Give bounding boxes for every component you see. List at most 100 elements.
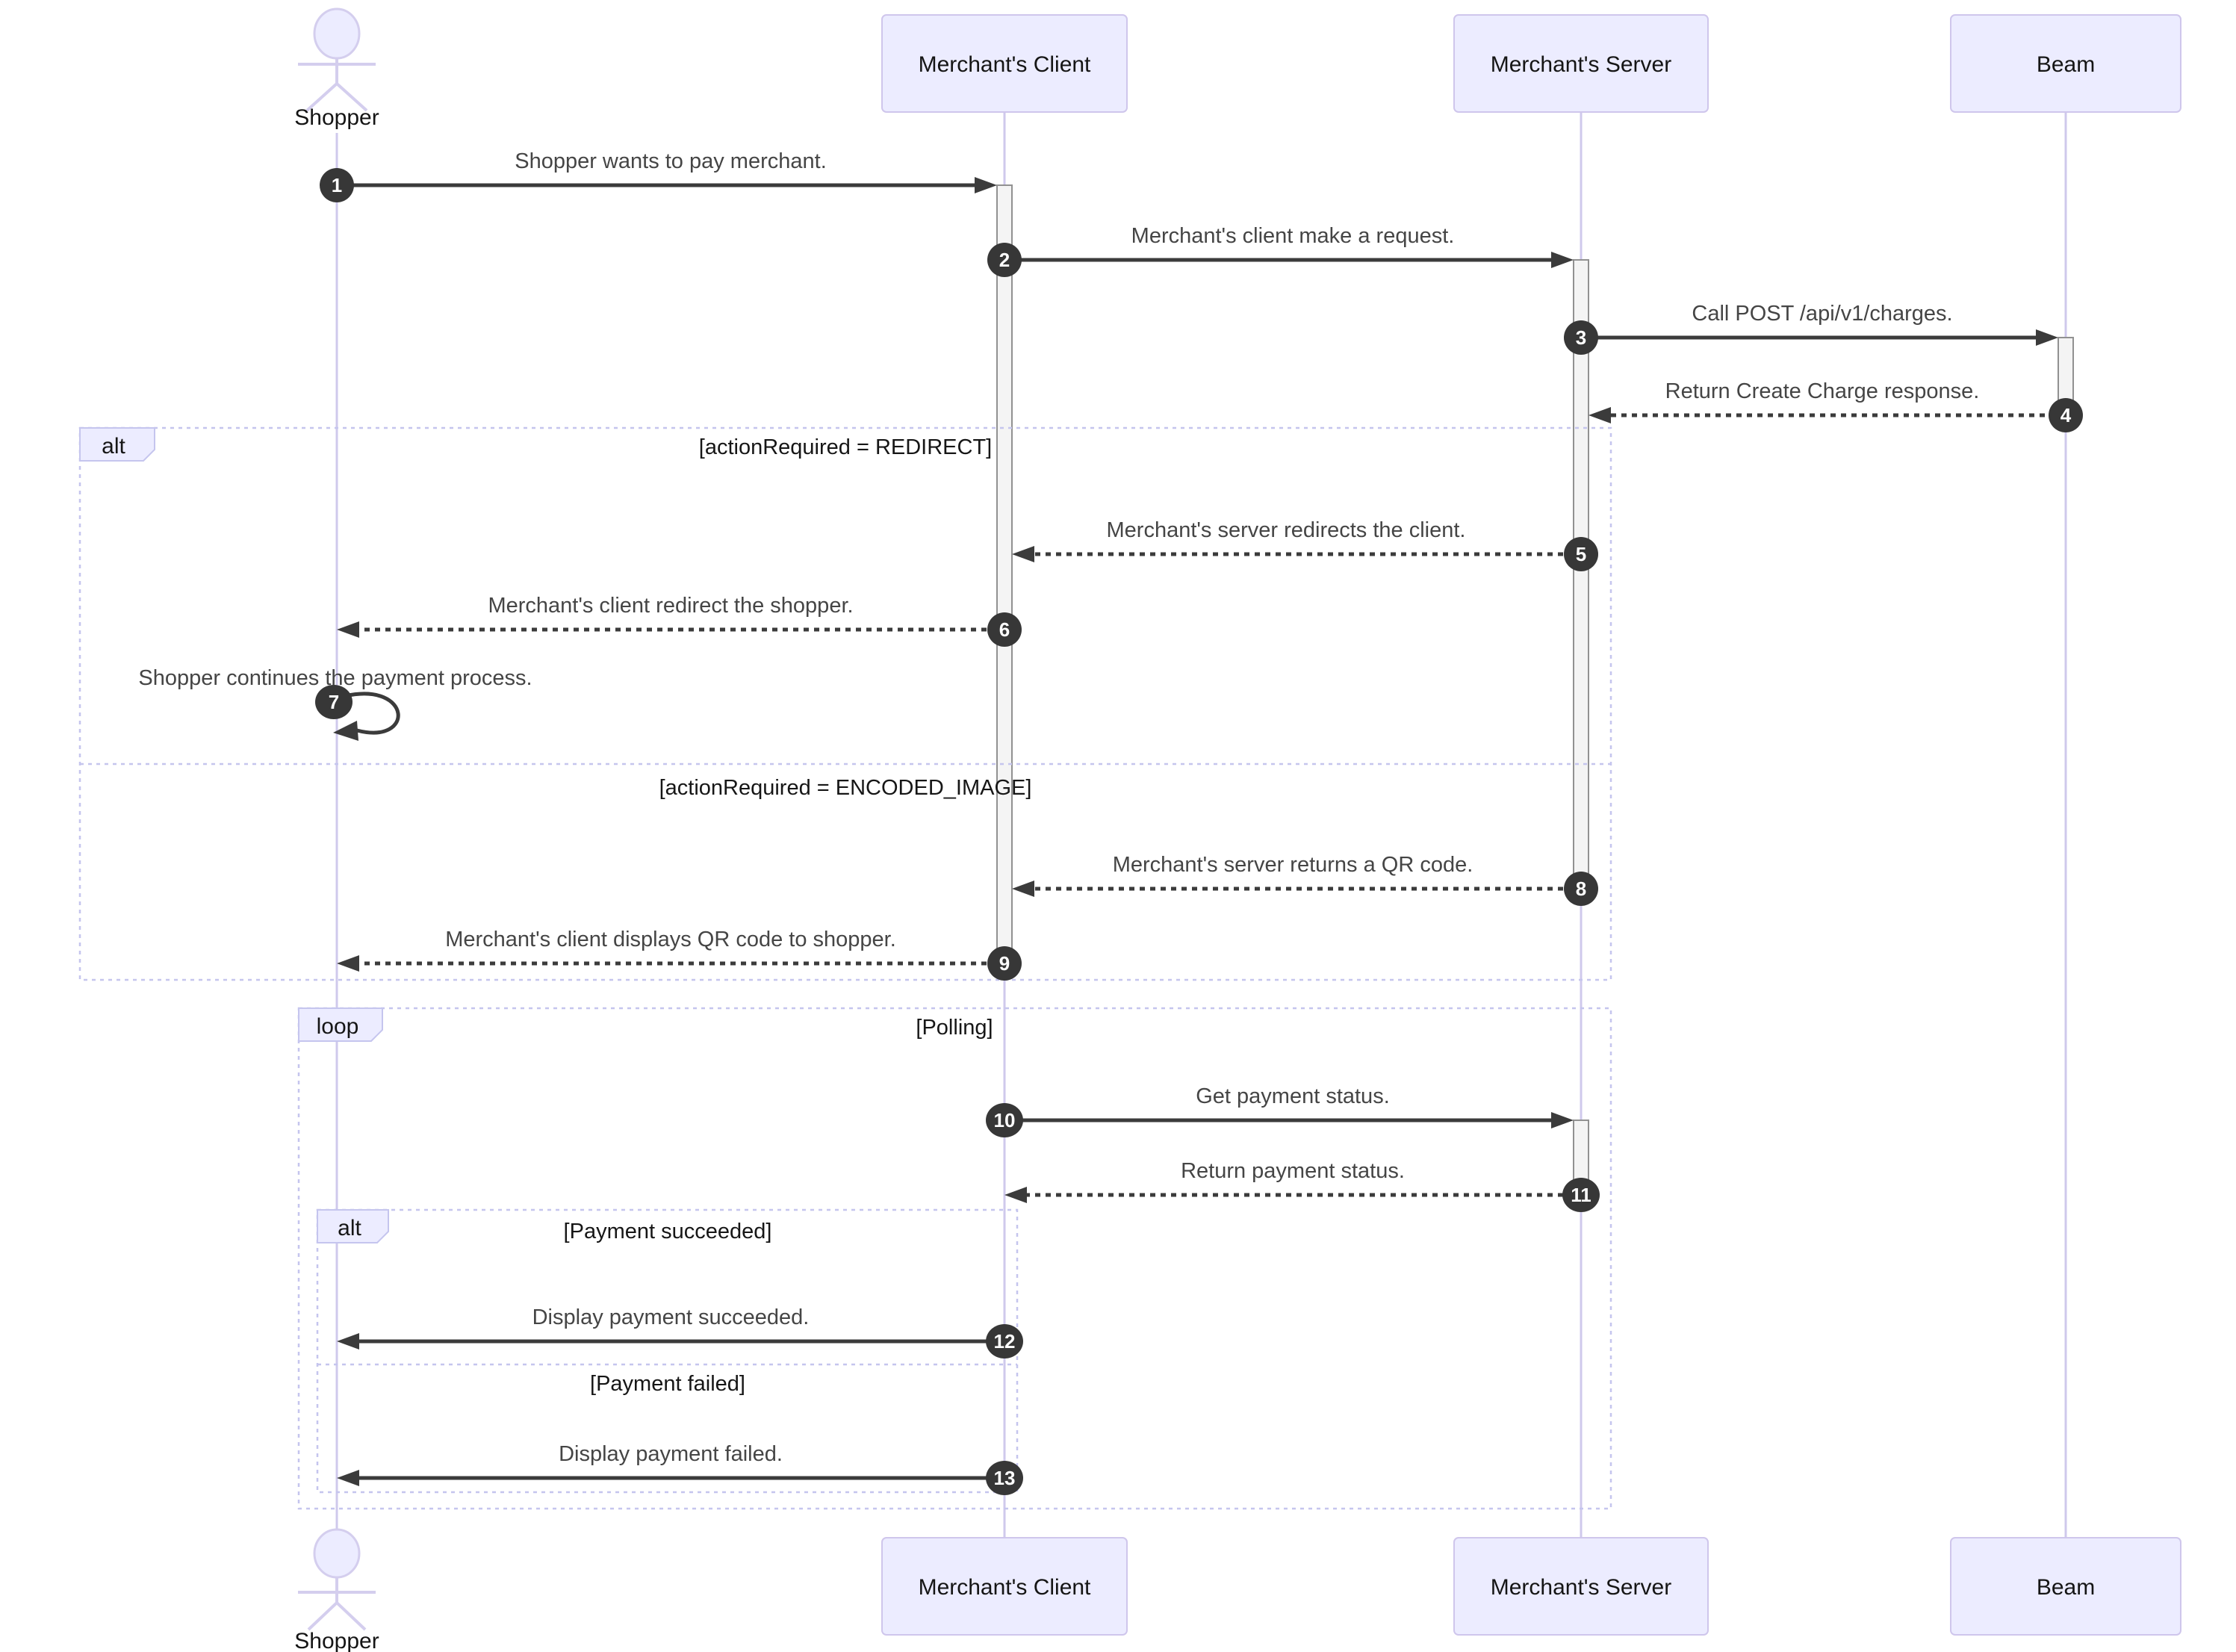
- sequence-number-5: 5: [1576, 543, 1586, 565]
- sequence-number-badge: [320, 168, 354, 202]
- participant-label-beam: Beam: [2037, 52, 2095, 77]
- message-5-arrowhead: [1012, 546, 1034, 562]
- message-8-arrowhead: [1012, 881, 1034, 897]
- sequence-number-7: 7: [329, 691, 339, 713]
- sequence-number-6: 6: [999, 618, 1010, 641]
- message-12-arrowhead: [337, 1333, 359, 1350]
- message-9: Merchant's client displays QR code to sh…: [337, 928, 1022, 981]
- actor-figure-legs: [305, 81, 368, 112]
- sequence-number-badge: [2049, 398, 2083, 432]
- actor-figure-head: [313, 7, 361, 60]
- sequence-number-8: 8: [1576, 878, 1586, 900]
- message-4: Return Create Charge response. 4: [1589, 379, 2083, 432]
- participant-label-merchants-server: Merchant's Server: [1491, 52, 1671, 77]
- message-6: Merchant's client redirect the shopper. …: [337, 594, 1022, 647]
- alt-condition-payment-succeeded: [Payment succeeded]: [564, 1220, 772, 1243]
- message-2-label: Merchant's client make a request.: [1131, 224, 1455, 248]
- sequence-number-badge: [1562, 1178, 1600, 1212]
- alt-condition-redirect: [actionRequired = REDIRECT]: [699, 435, 992, 459]
- message-4-arrowhead: [1589, 407, 1611, 423]
- alt-condition-encoded-image: [actionRequired = ENCODED_IMAGE]: [659, 776, 1032, 800]
- message-3: Call POST /api/v1/charges. 3: [1564, 302, 2058, 355]
- actor-label-shopper-bottom: Shopper: [294, 1629, 379, 1652]
- sequence-number-badge: [1564, 320, 1598, 355]
- sequence-number-2: 2: [999, 249, 1010, 271]
- message-2: Merchant's client make a request. 2: [987, 224, 1574, 277]
- actor-figure-head: [313, 1528, 361, 1579]
- message-3-label: Call POST /api/v1/charges.: [1692, 302, 1952, 326]
- sequence-number-badge: [987, 612, 1022, 647]
- participant-box: [881, 14, 1128, 113]
- loop-frame-border: [297, 1007, 1612, 1510]
- participant-label-merchants-server-bottom: Merchant's Server: [1491, 1575, 1671, 1600]
- message-11-arrowhead: [1004, 1187, 1027, 1203]
- participant-box: [1453, 1537, 1709, 1636]
- sequence-number-9: 9: [999, 952, 1010, 975]
- participant-beam-bottom: Beam: [1950, 1537, 2181, 1636]
- message-7-arrowhead: [333, 721, 358, 741]
- message-13-arrowhead: [337, 1470, 359, 1486]
- message-9-arrowhead: [337, 955, 359, 972]
- participant-label-beam-bottom: Beam: [2037, 1575, 2095, 1600]
- participant-label-merchants-client: Merchant's Client: [919, 52, 1091, 77]
- participant-merchants-client-bottom: Merchant's Client: [881, 1537, 1128, 1636]
- message-9-label: Merchant's client displays QR code to sh…: [445, 928, 896, 951]
- sequence-number-badge: [315, 685, 353, 719]
- sequence-number-10: 10: [994, 1109, 1016, 1131]
- participant-box: [1453, 14, 1709, 113]
- message-13-label: Display payment failed.: [559, 1442, 783, 1466]
- loop-condition-polling: [Polling]: [916, 1016, 993, 1040]
- message-4-label: Return Create Charge response.: [1665, 379, 1980, 403]
- actor-label-shopper: Shopper: [294, 105, 379, 130]
- alt-payment-frame-tab: [317, 1209, 389, 1243]
- message-12-label: Display payment succeeded.: [532, 1305, 810, 1329]
- sequence-number-badge: [986, 1103, 1023, 1137]
- participant-beam-top: Beam: [1950, 14, 2181, 113]
- message-1-label: Shopper wants to pay merchant.: [515, 149, 827, 173]
- actor-shopper-bottom: Shopper: [294, 1528, 379, 1652]
- message-6-label: Merchant's client redirect the shopper.: [488, 594, 853, 618]
- sequence-number-11: 11: [1571, 1184, 1591, 1206]
- message-10-arrowhead: [1551, 1112, 1574, 1128]
- participant-merchants-server-top: Merchant's Server: [1453, 14, 1709, 113]
- alt-condition-payment-failed: [Payment failed]: [590, 1372, 745, 1396]
- message-5: Merchant's server redirects the client. …: [1012, 518, 1598, 571]
- participant-box: [881, 1537, 1128, 1636]
- actor-figure-legs: [307, 1600, 367, 1631]
- message-6-arrowhead: [337, 621, 359, 638]
- loop-frame-tab-label: loop: [317, 1014, 359, 1039]
- activation-merchants-client: [996, 184, 1013, 964]
- message-13: Display payment failed. 13: [337, 1442, 1023, 1495]
- message-11: Return payment status. 11: [1004, 1159, 1600, 1212]
- participant-merchants-server-bottom: Merchant's Server: [1453, 1537, 1709, 1636]
- frame-alt-action-required: alt [actionRequired = REDIRECT] [actionR…: [78, 426, 1612, 981]
- message-1-arrowhead: [975, 177, 997, 193]
- sequence-number-badge: [986, 1461, 1023, 1495]
- message-3-arrowhead: [2036, 329, 2058, 346]
- participant-box: [1950, 1537, 2181, 1636]
- participant-box: [1950, 14, 2181, 113]
- sequence-number-badge: [1564, 537, 1598, 571]
- actor-shopper-top: Shopper: [294, 7, 379, 130]
- message-8: Merchant's server returns a QR code. 8: [1012, 853, 1598, 906]
- participant-merchants-client-top: Merchant's Client: [881, 14, 1128, 113]
- message-12: Display payment succeeded. 12: [337, 1305, 1023, 1358]
- loop-frame-tab: [298, 1007, 383, 1042]
- message-7-loop-line: [344, 692, 400, 735]
- message-2-arrowhead: [1551, 252, 1574, 268]
- message-11-label: Return payment status.: [1181, 1159, 1405, 1183]
- alt-frame-tab-label: alt: [102, 434, 125, 459]
- frame-loop-polling: loop [Polling]: [297, 1007, 1612, 1510]
- message-5-label: Merchant's server redirects the client.: [1107, 518, 1466, 542]
- participant-label-merchants-client-bottom: Merchant's Client: [919, 1575, 1091, 1600]
- alt-frame-tab: [79, 427, 155, 462]
- sequence-number-4: 4: [2060, 404, 2072, 426]
- sequence-number-13: 13: [994, 1467, 1016, 1489]
- sequence-number-badge: [986, 1324, 1023, 1358]
- sequence-number-badge: [987, 946, 1022, 981]
- message-8-label: Merchant's server returns a QR code.: [1113, 853, 1473, 877]
- sequence-number-badge: [987, 243, 1022, 277]
- sequence-number-1: 1: [332, 174, 342, 196]
